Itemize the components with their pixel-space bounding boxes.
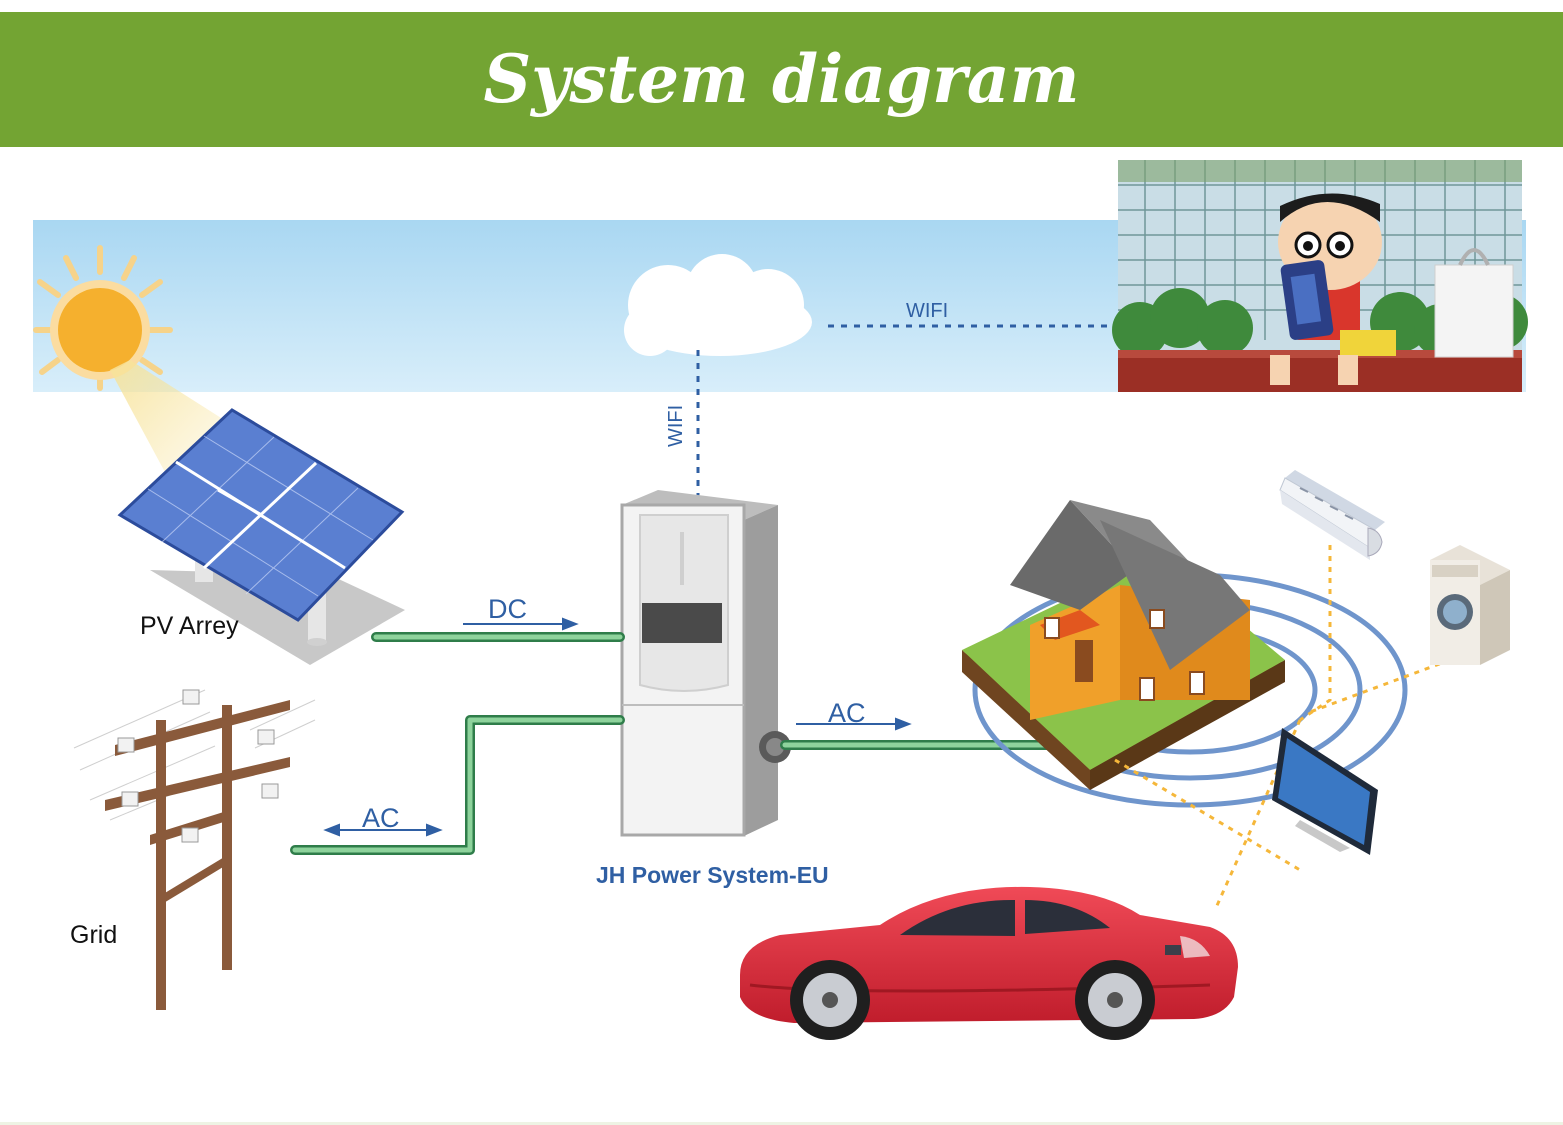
wifi-horizontal-label: WIFI bbox=[906, 300, 949, 322]
tv-icon bbox=[1272, 728, 1378, 855]
bottom-divider bbox=[0, 1122, 1563, 1125]
dc-label: DC bbox=[488, 594, 527, 624]
house-icon bbox=[962, 500, 1408, 808]
cartoon-phone-illustration bbox=[1112, 160, 1528, 392]
cloud-icon bbox=[624, 254, 812, 356]
air-conditioner-icon bbox=[1279, 470, 1385, 560]
ac-house-label: AC bbox=[828, 698, 866, 728]
header-banner: System diagram bbox=[0, 12, 1563, 147]
page-title: System diagram bbox=[483, 40, 1080, 118]
inverter-icon bbox=[620, 490, 791, 837]
cables bbox=[290, 632, 1075, 855]
solar-panel-icon bbox=[117, 408, 405, 665]
washing-machine-icon bbox=[1430, 545, 1510, 665]
wifi-vertical-label: WIFI bbox=[665, 404, 687, 447]
pv-array-label: PV Arrey bbox=[140, 612, 239, 640]
arrows bbox=[323, 617, 912, 837]
ac-grid-label: AC bbox=[362, 803, 400, 833]
system-label: JH Power System-EU bbox=[596, 862, 829, 888]
car-icon bbox=[740, 886, 1238, 1040]
utility-pole-icon bbox=[73, 689, 316, 1010]
grid-label: Grid bbox=[70, 921, 118, 949]
